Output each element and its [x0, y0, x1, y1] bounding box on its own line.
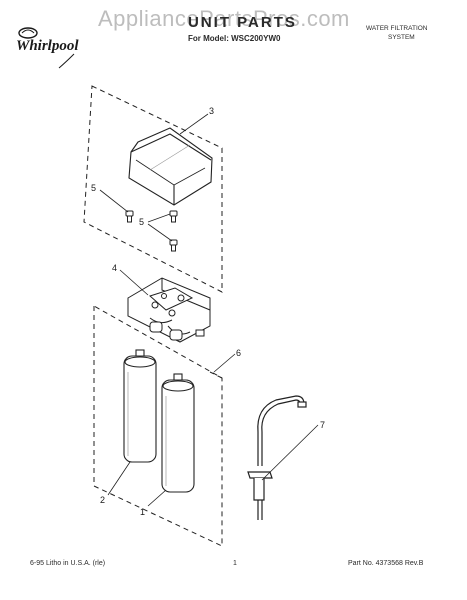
category-label: WATER FILTRATION SYSTEM: [366, 24, 456, 42]
callout-4: 4: [112, 263, 117, 273]
callout-6: 6: [236, 348, 241, 358]
page-title: UNIT PARTS: [188, 14, 297, 31]
watermark: AppliancePartsPros.com: [98, 6, 350, 31]
cover-group-box: [83, 85, 223, 293]
whirlpool-logo: Whirlpool: [16, 27, 79, 69]
leader-lines: [99, 113, 319, 507]
callout-3: 3: [209, 106, 214, 116]
callout-2: 2: [100, 495, 105, 505]
part-5-screws: [125, 210, 178, 252]
part-7-faucet: [247, 395, 307, 520]
part-2-filter-cartridge: [123, 349, 157, 463]
callout-5-middle: 5: [139, 217, 144, 227]
part-1-filter-cartridge: [161, 373, 195, 493]
callout-7: 7: [320, 420, 325, 430]
callout-5-left: 5: [91, 183, 96, 193]
screw-left: [125, 210, 134, 223]
category-line-1: WATER FILTRATION: [366, 25, 428, 32]
svg-text:Whirlpool: Whirlpool: [16, 38, 79, 54]
footer-part-number: Part No. 4373568 Rev.B: [348, 560, 424, 567]
model-number: For Model: WSC200YW0: [188, 34, 281, 43]
filter-group-box: [93, 305, 223, 547]
footer-print-info: 6-95 Litho in U.S.A. (rle): [30, 560, 106, 567]
screw-lower: [169, 239, 178, 252]
callout-1: 1: [140, 507, 145, 517]
footer-page-number: 1: [233, 560, 237, 567]
part-4-bracket: [127, 277, 211, 343]
category-line-2: SYSTEM: [388, 34, 415, 41]
screw-middle: [169, 210, 178, 223]
part-3-cover: [128, 127, 213, 206]
